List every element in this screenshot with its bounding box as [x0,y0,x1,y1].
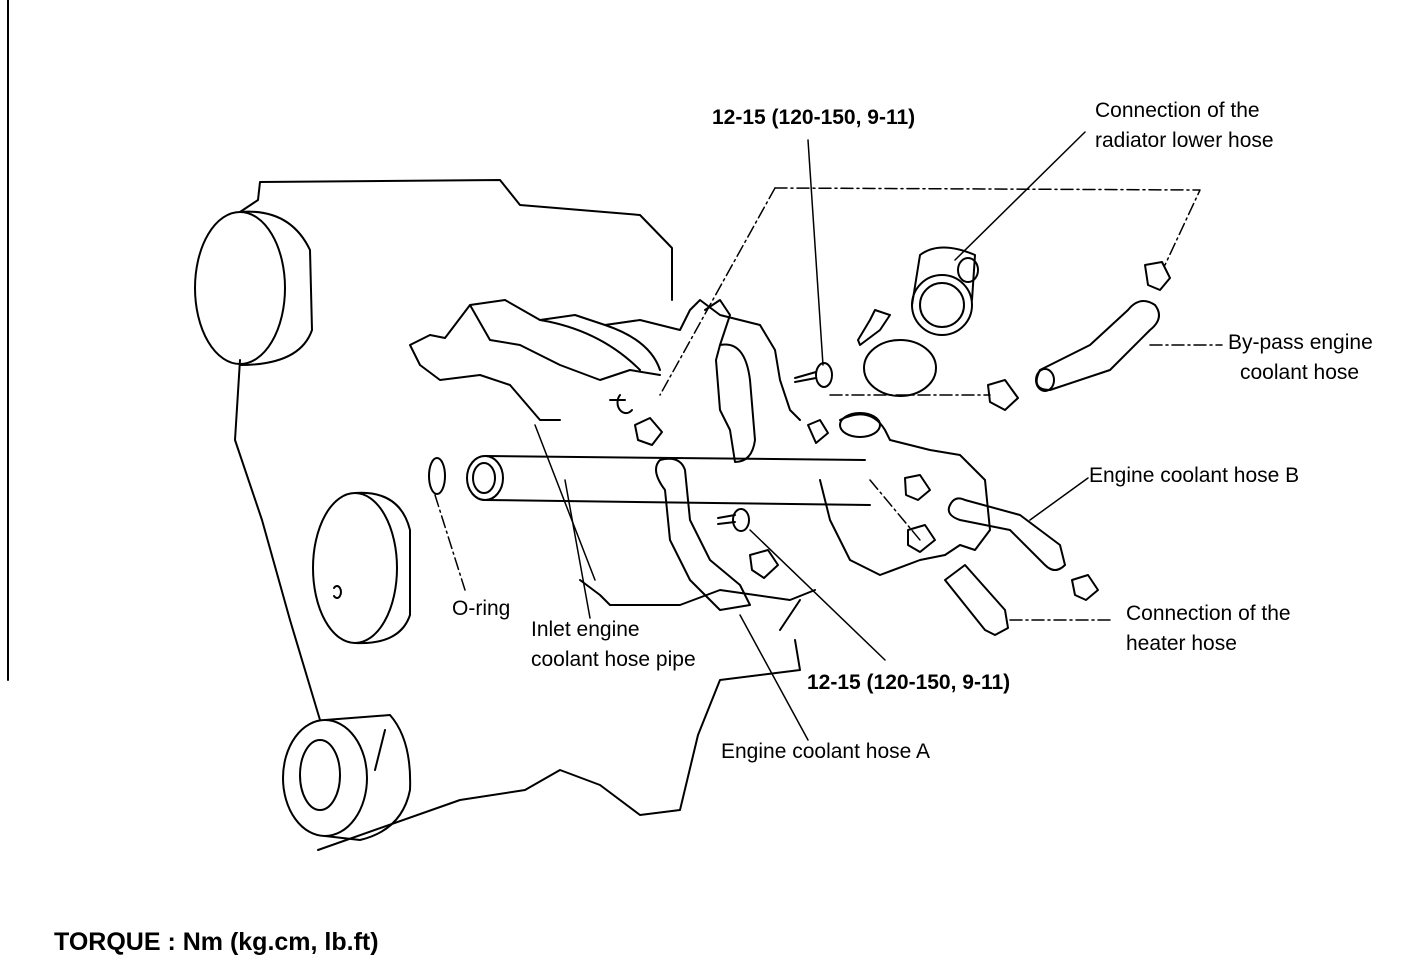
o-ring [429,458,445,494]
label-line: coolant hose pipe [531,648,696,671]
label-radiator-lower-hose: Connection of the radiator lower hose [1095,96,1274,156]
heater-hose [945,565,1008,635]
label-hose-a: Engine coolant hose A [721,740,930,763]
manifold-runner [540,320,660,413]
thermostat-housing [705,300,755,462]
engine-coolant-hose-b [949,498,1065,570]
engine-coolant-hose-a [656,459,750,610]
water-outlet-body [820,414,990,575]
label-hose-b: Engine coolant hose B [1089,464,1300,487]
bolt-top [795,363,832,387]
label-line: heater hose [1126,632,1237,655]
intake-manifold [410,300,800,420]
inlet-pipe [467,456,870,505]
reference-lines [435,188,1222,620]
hose-clamp-large [858,310,936,396]
engine-block-lower [580,580,815,605]
pulley-top [195,212,312,365]
label-line: radiator lower hose [1095,129,1274,152]
engine-block-outline [235,180,800,850]
leader-lines [535,132,1088,740]
label-line: Inlet engine [531,618,640,641]
torque-label-bottom: 12-15 (120-150, 9-11) [807,671,1011,694]
label-line: Connection of the [1095,99,1260,122]
label-bypass-hose: By-pass engine coolant hose [1228,328,1373,388]
label-line: Connection of the [1126,602,1291,625]
label-line: coolant hose [1240,361,1360,384]
pulley-bottom [283,715,410,840]
bypass-hose-end [1036,369,1054,391]
label-heater-hose: Connection of the heater hose [1126,599,1291,659]
label-inlet-pipe: Inlet engine coolant hose pipe [531,615,696,675]
bypass-coolant-hose [1037,301,1159,390]
label-o-ring: O-ring [452,597,511,620]
torque-units-footer: TORQUE : Nm (kg.cm, lb.ft) [54,928,379,956]
outlet-neck [840,413,880,437]
torque-label-top: 12-15 (120-150, 9-11) [712,106,916,129]
radiator-lower-hose [912,248,978,336]
label-line: By-pass engine [1228,331,1373,354]
bolt-bottom [718,509,749,531]
hose-clamp-small [635,262,1170,600]
pulley-middle [313,493,410,643]
